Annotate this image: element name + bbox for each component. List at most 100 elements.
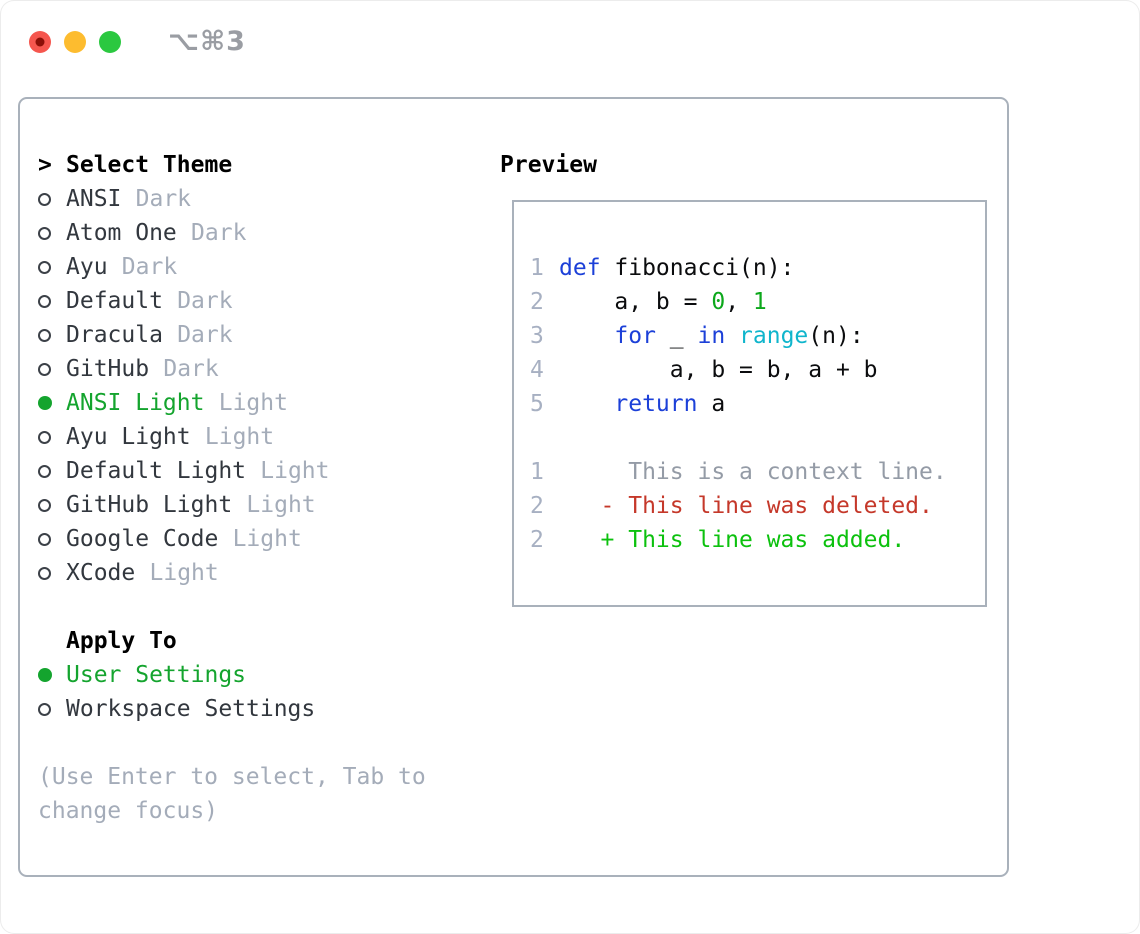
zoom-button[interactable] [99,30,121,53]
radio-icon [38,328,51,342]
apply-option-user-settings[interactable]: User Settings [38,658,458,692]
preview-box: 1 def fibonacci(n): 2 a, b = 0, 1 3 for … [512,200,987,607]
code-token: for [614,323,656,349]
code-content: a, b = 0, 1 [559,285,766,319]
code-token: fibonacci(n): [600,255,795,281]
marker-slot [38,430,66,444]
theme-option-ansi[interactable]: ANSI Dark [38,182,458,216]
code-token: a [697,391,726,417]
code-token [559,391,614,417]
window-title-shortcut: ⌥⌘3 [168,26,246,57]
code-line [530,421,985,455]
code-content: def fibonacci(n): [559,251,794,285]
radio-icon [38,226,51,240]
option-label: ANSI Dark [66,186,191,212]
option-name: Default Light [66,458,247,484]
code-lines: 1 def fibonacci(n): 2 a, b = 0, 1 3 for … [530,251,985,557]
code-token: + This line was added. [559,527,906,553]
marker-slot [38,396,66,410]
code-token [559,323,614,349]
theme-option-ayu[interactable]: Ayu Dark [38,250,458,284]
radio-icon [38,498,51,512]
option-name: Ayu [66,254,108,280]
marker-slot [38,464,66,478]
code-token: def [559,255,601,281]
marker-slot [38,260,66,274]
marker-slot [38,192,66,206]
option-label: Ayu Dark [66,254,177,280]
option-name: Default [66,288,163,314]
line-number: 1 [530,255,544,281]
marker-slot [38,328,66,342]
radio-icon [38,532,51,546]
option-name: GitHub Light [66,492,233,518]
option-label: Workspace Settings [66,696,315,722]
option-label: ANSI Light Light [66,390,288,416]
code-line: 4 a, b = b, a + b [530,353,985,387]
option-name: Workspace Settings [66,696,316,722]
apply-option-workspace-settings[interactable]: Workspace Settings [38,692,458,726]
option-variant: Dark [121,254,178,280]
option-variant: Light [218,390,288,416]
option-label: XCode Light [66,560,219,586]
option-variant: Light [149,560,219,586]
theme-option-github[interactable]: GitHub Dark [38,352,458,386]
code-token: in [697,323,726,349]
theme-option-ansi-light[interactable]: ANSI Light Light [38,386,458,420]
line-number [530,421,544,455]
radio-icon [38,362,51,376]
option-name: ANSI Light [66,390,205,416]
marker-slot [38,362,66,376]
code-token: , [725,289,753,315]
code-line: 5 return a [530,387,985,421]
option-variant: Light [204,424,275,450]
code-line: 1 def fibonacci(n): [530,251,985,285]
code-line: 2 a, b = 0, 1 [530,285,985,319]
radio-icon [38,430,51,444]
marker-slot [38,532,66,546]
option-name: Atom One [66,220,177,246]
option-name: Google Code [66,526,219,552]
line-number: 5 [530,391,544,417]
apply-to-header: Apply To [38,624,458,658]
minimize-button[interactable] [64,30,86,53]
option-name: XCode [66,560,136,586]
code-line: 3 for _ in range(n): [530,319,985,353]
marker-slot [38,294,66,308]
preview-section: Preview 1 def fibonacci(n): 2 a, b = 0, … [500,148,987,607]
option-variant: Dark [163,356,219,382]
marker-slot [38,566,66,580]
radio-icon [38,464,51,478]
option-label: Google Code Light [66,526,302,552]
code-token: _ [655,323,698,349]
theme-option-google-code[interactable]: Google Code Light [38,522,458,556]
line-number: 1 [530,459,544,485]
option-name: GitHub [66,356,150,382]
theme-option-xcode[interactable]: XCode Light [38,556,458,590]
option-variant: Light [232,526,302,552]
radio-icon [38,294,51,308]
marker-slot [38,226,66,240]
code-token: (n): [808,323,864,349]
radio-icon [38,396,52,410]
code-token: a, b = [559,289,712,315]
option-variant: Dark [135,186,192,212]
code-line: 1 This is a context line. [530,455,985,489]
option-name: User Settings [66,662,247,688]
line-number: 2 [530,527,544,553]
option-name: ANSI [66,186,122,212]
code-content: return a [559,387,725,421]
close-button[interactable] [29,30,51,53]
